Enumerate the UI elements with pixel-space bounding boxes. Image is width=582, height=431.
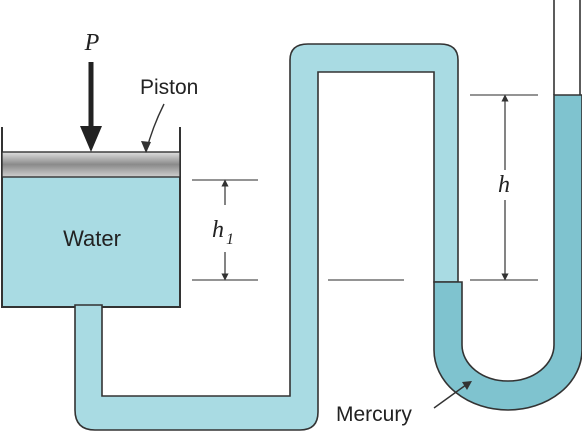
h-label: h — [498, 172, 510, 198]
h1-label: h — [212, 217, 224, 243]
tank-walls — [1, 127, 181, 308]
force-label: P — [84, 30, 100, 56]
piston — [1, 151, 181, 178]
mercury-leader — [433, 381, 471, 409]
mercury-label: Mercury — [336, 403, 412, 426]
water-label: Water — [63, 226, 121, 251]
h1-subscript: 1 — [226, 231, 234, 248]
force-arrow-head — [80, 126, 102, 152]
piston-label: Piston — [140, 76, 198, 99]
tank-water — [2, 177, 180, 307]
